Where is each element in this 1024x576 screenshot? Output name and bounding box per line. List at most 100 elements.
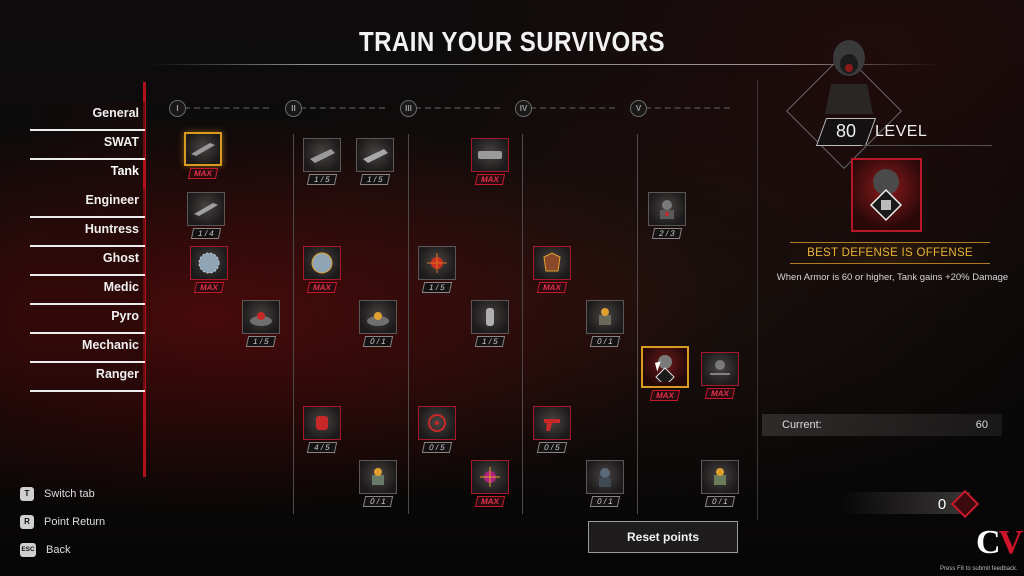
sawblade-icon [303,246,341,280]
landmine-icon [242,300,280,334]
tab-ranger[interactable]: Ranger [30,363,145,392]
armor-helmet-icon [641,346,689,388]
current-value: 60 [975,419,988,431]
tier-marker-1: I [169,100,186,117]
class-tabs: General SWAT Tank Engineer Huntress Ghos… [30,102,145,392]
tier-marker-5: V [630,100,647,117]
node-progress: 4 / 5 [306,442,338,453]
shotgun-icon [187,192,225,226]
tab-huntress[interactable]: Huntress [30,218,145,247]
node-progress: 1 / 5 [421,282,453,293]
logo-v: V [998,524,1024,561]
skill-node-soldier-1[interactable]: 0 / 1 [586,460,624,507]
skill-node-launcher-1[interactable]: 1 / 5 [303,138,341,185]
gatling-icon [471,138,509,172]
soldier-icon [586,460,624,494]
tab-mechanic[interactable]: Mechanic [30,334,145,363]
node-progress: MAX [649,390,681,401]
tier-divider [408,134,409,514]
node-progress: 1 / 5 [359,174,391,185]
skill-node-turret-2[interactable]: 0 / 1 [586,300,624,347]
tier-guide [645,107,730,109]
skill-node-spider-2[interactable]: MAX [471,460,509,507]
armor-icon [533,246,571,280]
fist-icon [303,406,341,440]
skill-name: BEST DEFENSE IS OFFENSE [807,247,973,259]
tab-pyro[interactable]: Pyro [30,305,145,334]
node-progress: 1 / 4 [190,228,222,239]
key-t-icon: T [20,487,34,501]
tab-engineer[interactable]: Engineer [30,189,145,218]
hint-label: Point Return [44,516,106,528]
tab-general[interactable]: General [30,102,145,131]
tier-divider [293,134,294,514]
hint-label: Back [46,544,71,556]
skill-node-soldier-2[interactable]: MAX [701,352,739,399]
hint-back[interactable]: ESC Back [20,543,70,557]
node-progress: MAX [474,496,506,507]
hint-switch-tab[interactable]: T Switch tab [20,487,95,501]
node-progress: 0 / 5 [421,442,453,453]
node-progress: 0 / 1 [362,336,394,347]
pistol-icon [533,406,571,440]
level-underline [862,145,992,146]
tab-tank[interactable]: Tank [110,164,139,178]
node-progress: MAX [187,168,219,179]
skill-node-shotgun-mod[interactable]: 1 / 4 [187,192,225,239]
skill-node-target-1[interactable]: 0 / 5 [418,406,456,453]
level-value: 80 [835,121,857,141]
tab-swat[interactable]: SWAT [30,131,145,160]
node-progress: MAX [474,174,506,185]
tier-marker-2: II [285,100,302,117]
tab-medic[interactable]: Medic [30,276,145,305]
node-progress: 2 / 3 [651,228,683,239]
skill-node-turret-1[interactable]: 0 / 1 [359,460,397,507]
skill-node-spider-1[interactable]: 1 / 5 [418,246,456,293]
skill-node-sawblade-1[interactable]: MAX [190,246,228,293]
node-progress: MAX [193,282,225,293]
skill-node-grenade-1[interactable]: 1 / 5 [471,300,509,347]
turret-icon [586,300,624,334]
skill-node-landmine-1[interactable]: 1 / 5 [242,300,280,347]
node-progress: 0 / 1 [589,336,621,347]
turret-icon [359,460,397,494]
page-title: TRAIN YOUR SURVIVORS [358,26,666,57]
skill-tree: I II III IV V MAX 1 / 4 MAX 1 / 5 1 / 5 … [160,96,755,516]
skill-node-gatling-1[interactable]: MAX [471,138,509,185]
skill-node-turret-3[interactable]: 0 / 1 [701,460,739,507]
node-progress: 1 / 5 [474,336,506,347]
node-progress: 0 / 5 [536,442,568,453]
tab-ghost[interactable]: Ghost [30,247,145,276]
skill-node-best-defense[interactable]: MAX [641,346,689,401]
skill-points-available: 0 [937,496,947,513]
skill-node-launcher-2[interactable]: 1 / 5 [356,138,394,185]
tier-marker-4: IV [515,100,532,117]
node-progress: MAX [306,282,338,293]
current-stat-row: Current: 60 [762,414,1002,436]
current-label: Current: [782,419,822,431]
node-progress: MAX [704,388,736,399]
launcher-icon [356,138,394,172]
soldier-icon [701,352,739,386]
grenade-icon [471,300,509,334]
hint-point-return[interactable]: R Point Return [20,515,105,529]
landmine-icon [359,300,397,334]
skill-node-armor-1[interactable]: MAX [533,246,571,293]
node-progress: MAX [536,282,568,293]
reset-points-button[interactable]: Reset points [588,521,738,553]
node-progress: 0 / 1 [589,496,621,507]
skill-node-shotgun[interactable]: MAX [184,132,222,179]
skill-node-mech-1[interactable]: 2 / 3 [648,192,686,239]
skill-node-sawblade-2[interactable]: MAX [303,246,341,293]
skill-name-banner: BEST DEFENSE IS OFFENSE [790,242,990,264]
skill-node-landmine-2[interactable]: 0 / 1 [359,300,397,347]
hint-label: Switch tab [44,488,95,500]
spider-icon [418,246,456,280]
spider-icon [471,460,509,494]
mech-icon [648,192,686,226]
target-icon [418,406,456,440]
skill-node-pistol-1[interactable]: 0 / 5 [533,406,571,453]
skill-node-fist-1[interactable]: 4 / 5 [303,406,341,453]
tier-guide [184,107,269,109]
tier-guide [300,107,385,109]
